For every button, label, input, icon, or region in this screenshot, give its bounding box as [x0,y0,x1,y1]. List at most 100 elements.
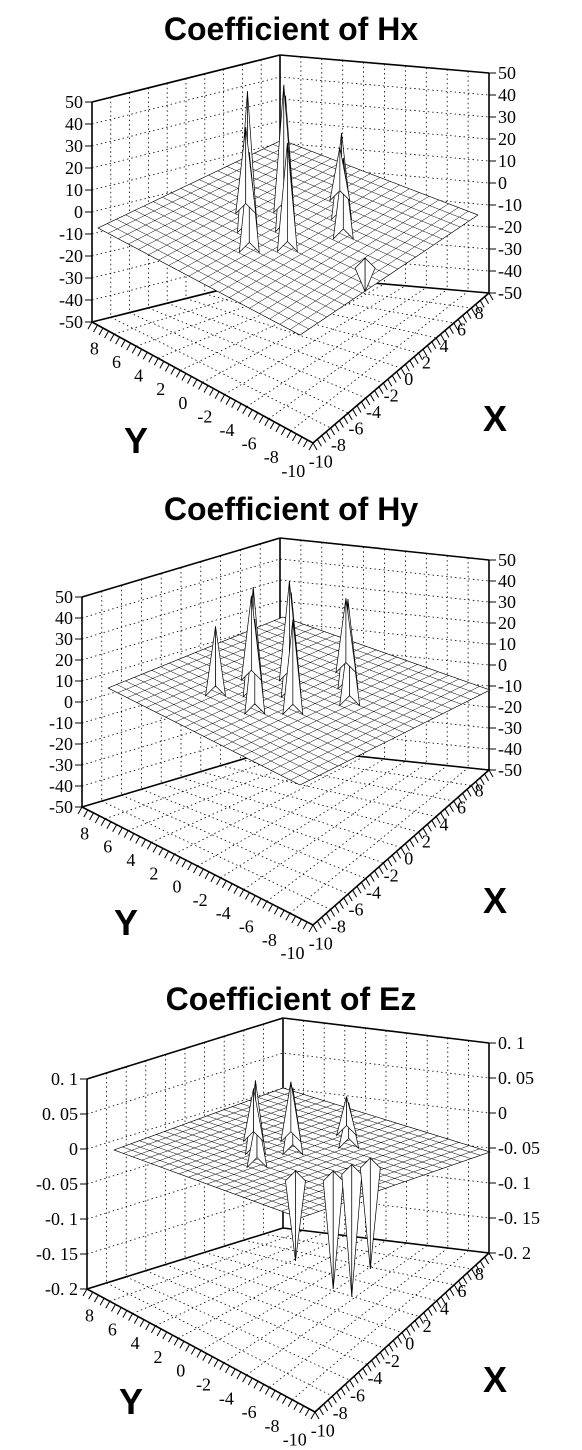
x-tick-label: 8 [475,780,484,800]
x-tick-mark [365,397,371,406]
x-tick-mark [466,1272,472,1281]
grid-line [148,307,366,399]
x-tick-mark [331,1395,337,1404]
floor-back-left [86,1227,284,1290]
z-tick-label-right: 50 [498,63,516,83]
x-tick-mark [414,1320,420,1328]
z-tick-label-left: -10 [49,713,73,733]
mesh-line [239,192,420,304]
y-tick-mark [116,1307,122,1315]
x-tick-mark [347,412,353,421]
grid-line [86,1087,490,1150]
z-tick-label-right: 10 [498,151,516,171]
x-tick-mark [457,796,463,805]
z-tick-label-left: -30 [59,268,83,288]
x-tick-mark [488,292,494,301]
x-tick-mark [340,1387,346,1396]
x-tick-mark [397,1336,403,1344]
x-tick-mark [466,789,472,797]
mesh-line [299,689,491,786]
x-tick-mark [410,1324,416,1332]
mesh-line [199,179,399,270]
x-tick-mark [379,1352,385,1360]
z-tick-label-left: 50 [65,92,83,112]
z-tick-label-left: 20 [65,158,83,178]
y-tick-label: 0 [178,393,187,413]
y-tick-mark [210,874,216,883]
x-tick-mark [409,839,415,847]
mesh-line [272,144,470,222]
surface-peak-face [346,1096,358,1137]
y-tick-mark [158,848,164,856]
y-tick-mark [203,385,209,393]
x-tick-label: 4 [440,1299,449,1319]
x-tick-label: -6 [348,899,363,919]
chart-title: Coefficient of Ez [166,981,417,1017]
z-tick-label-right: 40 [498,85,516,105]
x-tick-mark [312,442,318,451]
y-tick-mark [264,1387,270,1395]
y-tick-label: 0 [176,1361,185,1381]
x-tick-mark [479,777,485,785]
chart-title: Coefficient of Hy [164,491,418,527]
z-tick-label-left: 40 [55,608,73,628]
mesh-line [234,1129,418,1195]
mesh-line [289,211,469,330]
y-tick-mark [145,1322,151,1331]
z-tick-label-right: 30 [498,107,516,127]
surface-peak-face [253,1088,265,1143]
x-tick-label: 6 [457,797,466,817]
y-tick-mark [259,1384,265,1392]
y-tick-mark [270,1390,276,1398]
y-axis-label: Y [114,902,138,943]
z-ticks: 5050404030302020101000-10-10-20-20-30-30… [59,63,522,332]
y-tick-mark [268,904,274,912]
y-tick-mark [123,830,129,838]
grid-line [263,1233,472,1270]
y-tick-label: -2 [197,406,212,426]
y-tick-mark [93,1294,99,1303]
mesh-line [259,199,439,314]
surface-peak-face [345,597,357,674]
grid-line [269,1247,449,1388]
z-tick-label-left: -0. 05 [36,1174,78,1194]
y-tick-label: -2 [193,890,208,910]
z-tick-label-right: 0. 1 [498,1033,525,1053]
x-tick-mark [356,405,362,413]
top-right-edge [279,54,490,74]
y-tick-mark [190,1347,196,1355]
y-tick-mark [109,333,115,342]
y-tick-label: -2 [196,1374,211,1394]
grid-line [224,285,406,395]
y-tick-label: -10 [283,1430,307,1450]
y-tick-mark [216,877,222,886]
x-tick-mark [427,1308,433,1316]
y-tick-mark [193,865,198,874]
x-tick-mark [436,1300,442,1308]
y-tick-mark [115,336,121,345]
mesh-line [290,686,480,781]
x-axis-label: X [483,880,507,921]
y-tick-mark [169,853,175,862]
x-tick-mark [334,424,340,432]
y-tick-label: 8 [90,338,99,358]
x-tick-label: 8 [475,1264,484,1284]
z-tick-label-left: 10 [55,671,73,691]
x-tick-mark [470,307,476,316]
z-tick-label-left: -40 [49,776,73,796]
y-tick-mark [286,430,292,439]
x-tick-mark [325,431,331,439]
x-tick-mark [484,296,490,304]
y-tick-mark [273,907,279,915]
y-tick-mark [225,397,231,405]
x-tick-mark [323,1403,329,1412]
mesh-line [274,1090,481,1156]
x-tick-mark [388,1344,394,1352]
x-tick-mark [413,356,419,364]
mesh-line [271,678,460,771]
axes-box [86,1017,490,1413]
x-tick-mark [453,1284,459,1293]
grid-line [136,278,322,347]
x-tick-mark [366,1364,372,1372]
